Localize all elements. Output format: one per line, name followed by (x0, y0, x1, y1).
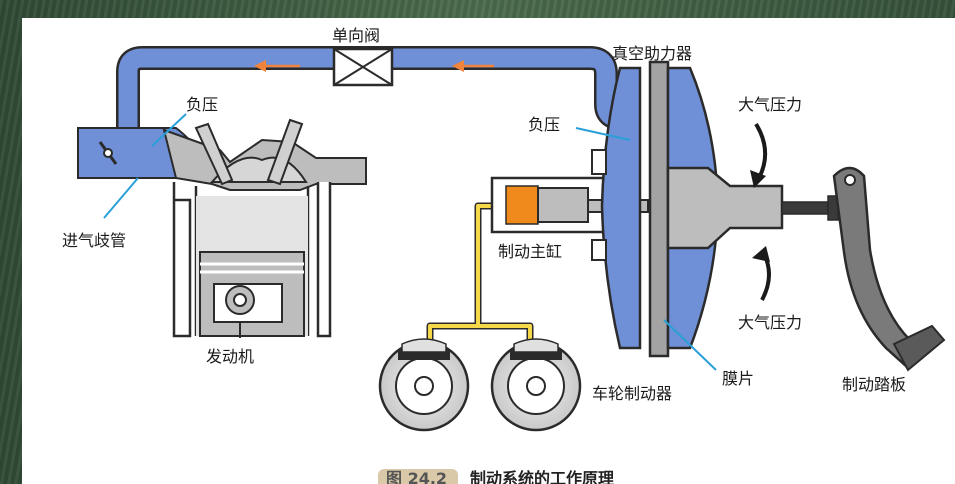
label-check-valve: 单向阀 (332, 26, 380, 45)
label-vacuum-booster: 真空助力器 (612, 44, 692, 63)
label-diaphragm: 膜片 (722, 369, 754, 388)
label-engine: 发动机 (206, 347, 254, 366)
check-valve (332, 47, 394, 87)
label-negative-pressure-right: 负压 (528, 115, 560, 134)
flow-arrow-left (254, 60, 300, 72)
figure-number: 图 24.2 (386, 469, 447, 484)
figure-number-badge (378, 469, 458, 484)
label-atmospheric-pressure-bottom: 大气压力 (738, 313, 802, 332)
label-intake-manifold: 进气歧管 (62, 231, 126, 250)
vacuum-booster (591, 60, 839, 358)
figure-caption: 图 24.2 制动系统的工作原理 (378, 469, 614, 484)
label-wheel-brake: 车轮制动器 (592, 384, 672, 403)
label-brake-pedal: 制动踏板 (842, 375, 906, 394)
atmospheric-arrow-bottom (752, 246, 771, 301)
engine (77, 118, 367, 338)
label-master-cylinder: 制动主缸 (498, 242, 562, 261)
pointer-diaphragm (663, 319, 717, 371)
pointer-intake-manifold (103, 177, 139, 219)
flow-arrow-right (452, 60, 494, 72)
diaphragm (648, 60, 670, 358)
atmospheric-arrow-top (750, 122, 768, 188)
pointer-negative-pressure-right (575, 127, 631, 141)
figure-title: 制动系统的工作原理 (470, 469, 614, 484)
label-atmospheric-pressure-top: 大气压力 (738, 95, 802, 114)
pointer-negative-pressure-left (151, 113, 187, 147)
brake-pedal (832, 166, 946, 372)
wheel-brake-left (378, 338, 470, 432)
label-negative-pressure-left: 负压 (186, 95, 218, 114)
wheel-brake-right (490, 338, 582, 432)
